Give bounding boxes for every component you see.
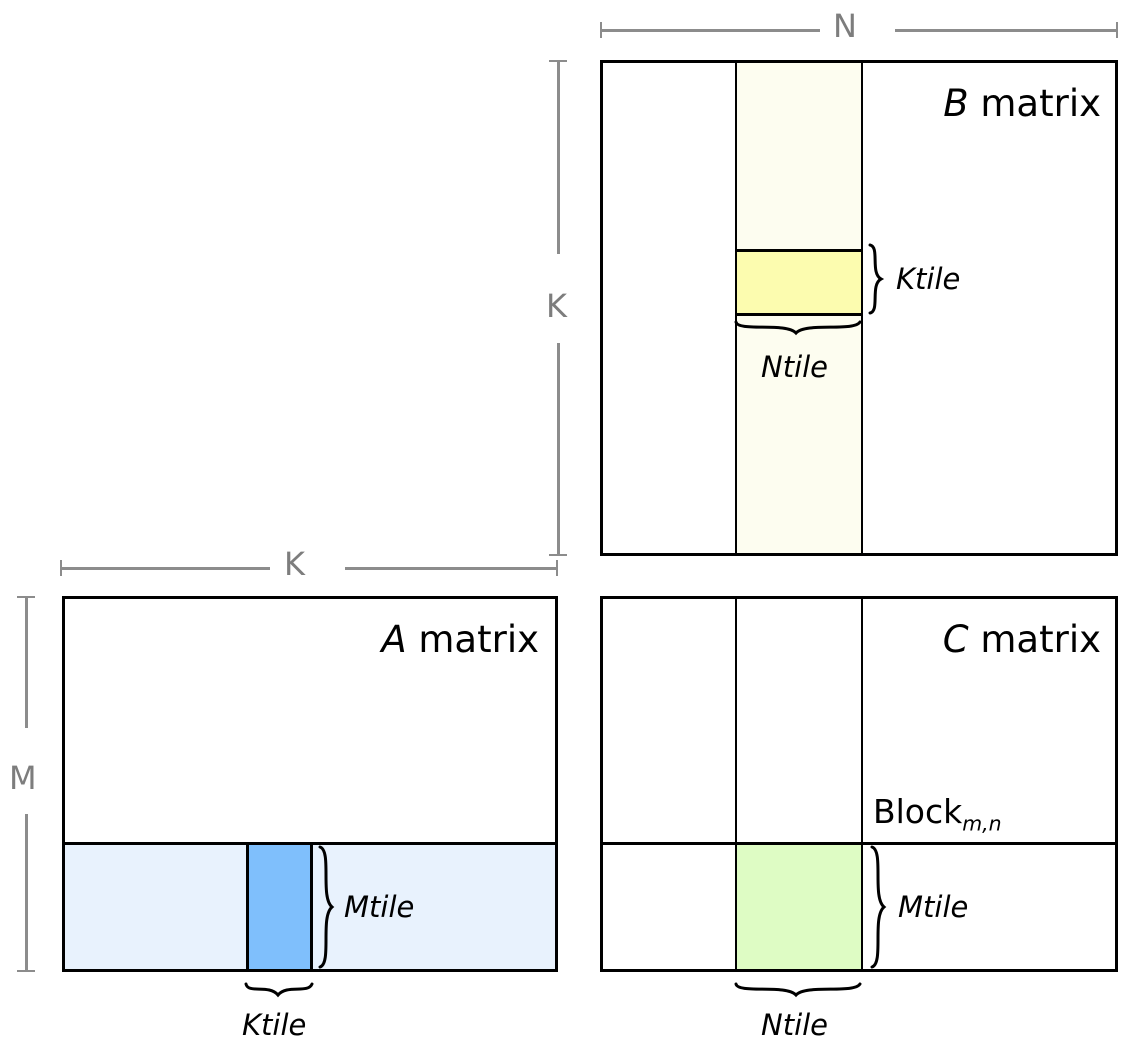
c-matrix-divider-left [735, 599, 737, 842]
dimension-n-label: N [833, 7, 857, 45]
c-matrix[interactable]: C matrix Blockm,n [600, 596, 1118, 972]
a-matrix-tile[interactable] [246, 843, 313, 969]
c-matrix-tile-divider-right [861, 843, 863, 969]
dimension-k-horizontal: K [60, 548, 558, 582]
dimension-k-vertical-line-top [557, 61, 560, 254]
brace-a-mtile-label: Mtile [344, 890, 415, 924]
brace-b-ktile [866, 243, 892, 315]
brace-c-ntile-label: Ntile [761, 1008, 829, 1042]
c-matrix-tile[interactable] [735, 843, 862, 969]
a-matrix-title-symbol: A [381, 618, 407, 661]
c-matrix-divider-right [861, 599, 863, 842]
brace-c-mtile [868, 845, 894, 969]
brace-b-ntile [734, 318, 862, 344]
b-matrix[interactable]: B matrix [600, 60, 1118, 556]
c-matrix-title-symbol: C [942, 618, 969, 661]
brace-b-ntile-label: Ntile [761, 350, 829, 384]
c-matrix-block-label: Blockm,n [873, 795, 1002, 834]
brace-c-ntile [734, 980, 862, 1006]
dimension-k-vertical-line-bottom [557, 343, 560, 554]
a-matrix-title: A matrix [381, 621, 539, 658]
dimension-k-vertical: K [540, 60, 576, 556]
b-matrix-tile[interactable] [735, 249, 862, 316]
dimension-k-vertical-cap-bottom [549, 554, 567, 556]
dimension-m-line-top [25, 597, 28, 728]
c-matrix-block-subscript: m,n [962, 811, 1002, 836]
dimension-m-line-bottom [25, 814, 28, 970]
dimension-n-line-right [895, 29, 1117, 32]
dimension-n-line-left [601, 29, 820, 32]
dimension-k-horizontal-line-right [345, 567, 557, 570]
b-matrix-divider-left [735, 63, 737, 553]
c-matrix-title: C matrix [943, 621, 1101, 658]
dimension-n-cap-right [1116, 22, 1118, 38]
dimension-m-cap-bottom [17, 970, 35, 972]
brace-c-mtile-label: Mtile [898, 890, 969, 924]
a-matrix-title-rest: matrix [406, 618, 539, 661]
dimension-k-horizontal-label: K [284, 545, 305, 583]
a-matrix[interactable]: A matrix [62, 596, 558, 972]
brace-a-ktile-label: Ktile [242, 1008, 307, 1042]
dimension-n: N [600, 10, 1118, 44]
b-matrix-title-symbol: B [943, 82, 969, 125]
c-matrix-title-rest: matrix [968, 618, 1101, 661]
b-matrix-divider-right [861, 63, 863, 553]
dimension-m-vertical: M [8, 596, 44, 972]
c-matrix-block-text: Block [873, 792, 963, 831]
b-matrix-title-rest: matrix [968, 82, 1101, 125]
dimension-k-vertical-label: K [546, 287, 567, 325]
dimension-k-horizontal-cap-right [556, 560, 558, 576]
c-matrix-tile-divider-left [735, 843, 737, 969]
a-matrix-row-divider [65, 842, 555, 845]
dimension-m-label: M [9, 759, 37, 797]
c-matrix-row-divider [603, 842, 1115, 845]
brace-a-mtile [316, 845, 342, 969]
b-matrix-title: B matrix [943, 85, 1101, 122]
brace-a-ktile [244, 980, 314, 1006]
brace-b-ktile-label: Ktile [896, 262, 961, 296]
dimension-k-horizontal-line-left [61, 567, 270, 570]
